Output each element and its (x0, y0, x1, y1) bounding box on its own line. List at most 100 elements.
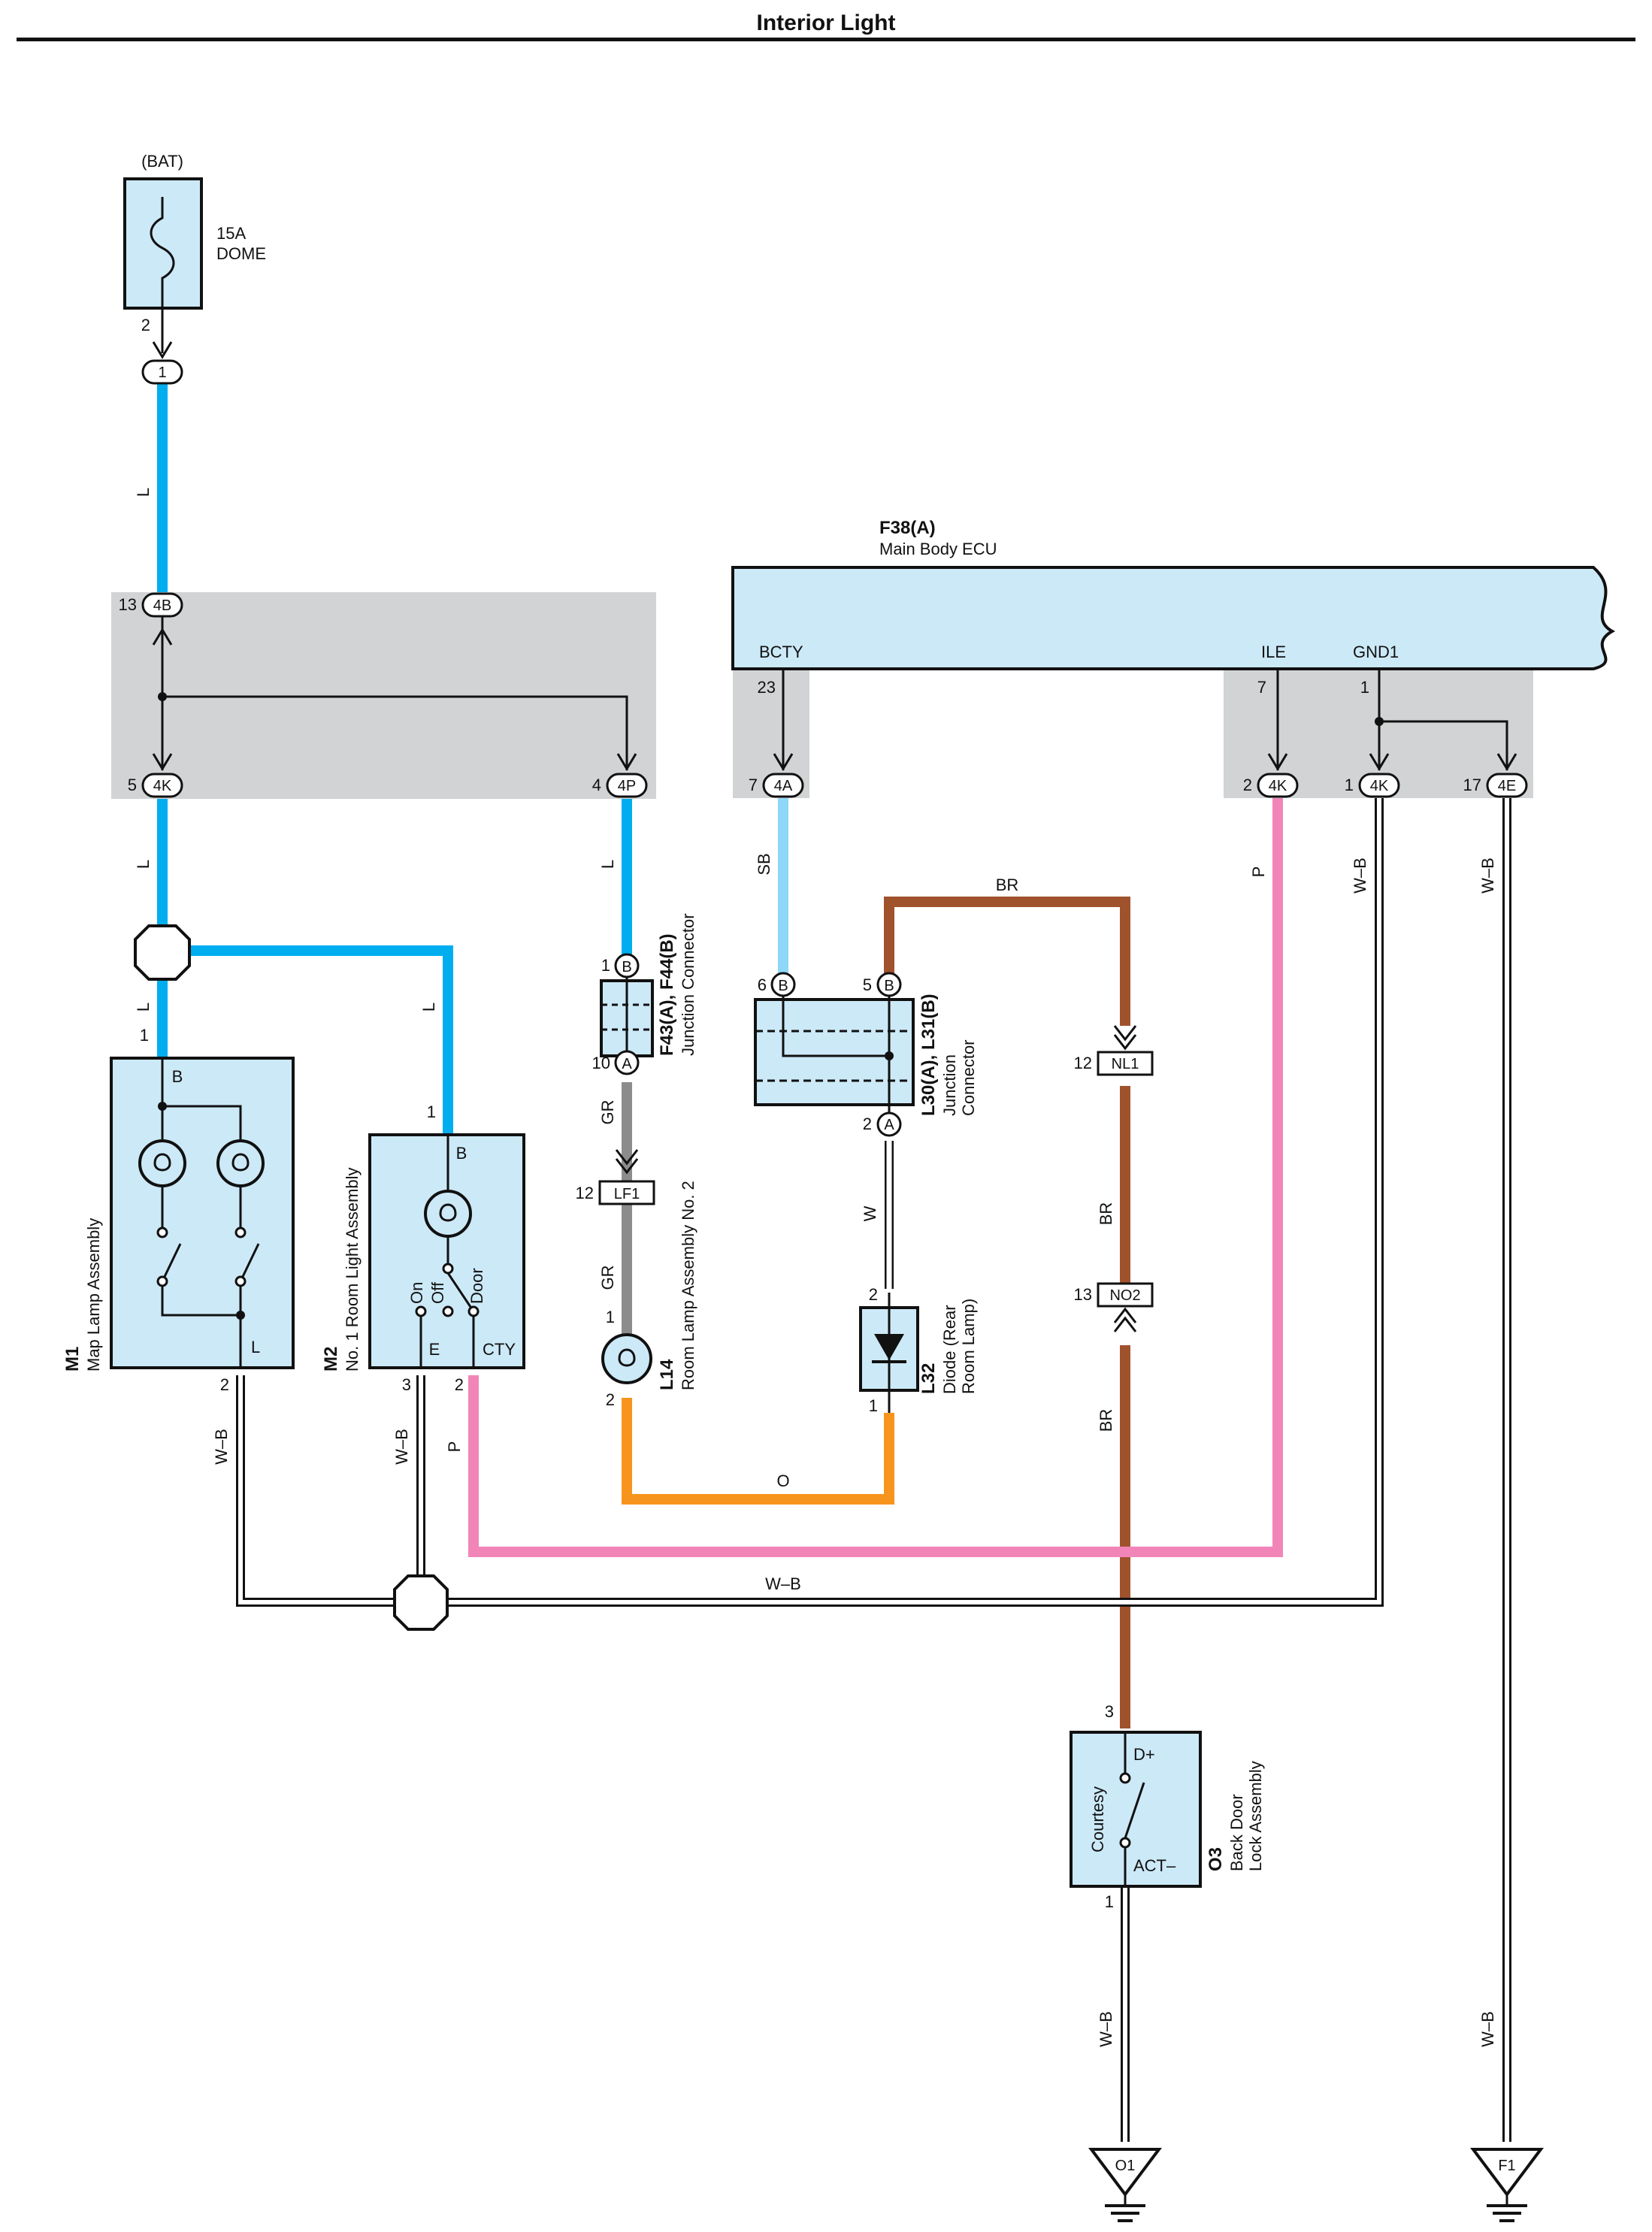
ecu-gnd1-pin: 1 (1360, 678, 1369, 697)
l30-pin2: 2 (863, 1114, 872, 1133)
page-title: Interior Light (757, 11, 896, 35)
o3-name1: Back Door (1227, 1794, 1246, 1871)
wire-label-l4: L (419, 1003, 438, 1012)
fuse-connector-label: 1 (158, 364, 166, 381)
l30-pin5: 5 (863, 975, 872, 994)
wire-label-wb-m1: W–B (212, 1429, 231, 1465)
ecu-gnd1-connector2 (1486, 773, 1528, 798)
m1-name: Map Lamp Assembly (84, 1218, 103, 1372)
ecu-gnd1-connector1 (1358, 773, 1400, 798)
l32-pin-bot: 1 (869, 1396, 878, 1415)
wire-p (468, 797, 1283, 1557)
fuse-supply-label: (BAT) (141, 152, 183, 171)
ground-icon-o1 (1088, 2148, 1162, 2222)
wire-label-wb2: W–B (1478, 857, 1497, 894)
wire-l-m2 (162, 945, 453, 1135)
f43-pin-top: 1 (601, 956, 610, 975)
l32-name: Diode (Rear (940, 1305, 959, 1394)
wire-br-top (884, 897, 1130, 1026)
ecu-gnd1-arrow1-icon (1369, 753, 1390, 771)
m2-pin-in: 1 (427, 1102, 436, 1121)
ecu-gnd1-node (1375, 717, 1384, 726)
f43-internal-lines (601, 977, 652, 1060)
jb-arrow-4p-icon (616, 753, 637, 771)
splice-wb (393, 1574, 449, 1631)
m1-term-b: B (172, 1067, 183, 1086)
ecu-bcty-pin: 23 (758, 678, 776, 697)
o3-code: O3 (1206, 1847, 1226, 1871)
l14-name: Room Lamp Assembly No. 2 (679, 1181, 697, 1390)
ecu-bcty-conn: 4A (774, 778, 793, 794)
fuse-rating: 15A (216, 224, 246, 243)
l14-filament-icon (618, 1348, 636, 1367)
lf1-label: LF1 (614, 1186, 640, 1202)
wire-label-wb-m2: W–B (392, 1429, 411, 1465)
ecu-bcty-arrow-icon (773, 753, 794, 771)
l14-pin-top: 1 (606, 1308, 615, 1326)
jb-out1-pin: 5 (128, 776, 137, 794)
jb-in-conn: 4B (153, 597, 171, 614)
l30-conn2: A (884, 1117, 894, 1133)
o3-side-label: Courtesy (1088, 1786, 1107, 1852)
nl1-pin: 12 (1074, 1054, 1092, 1072)
m2-pos-off: Off (428, 1281, 447, 1304)
fuse-pin-out: 2 (141, 316, 150, 334)
ecu-name: Main Body ECU (879, 540, 997, 558)
l32-code: L32 (918, 1363, 939, 1394)
jb-out1-conn: 4K (153, 778, 172, 794)
m1-pin-out: 2 (220, 1375, 229, 1394)
nl1-label: NL1 (1112, 1056, 1139, 1072)
lf1-arrow-icon (615, 1149, 639, 1175)
m2-pin-e: 3 (402, 1375, 411, 1394)
f43-name: Junction Connector (679, 913, 697, 1056)
wire-label-p-left: P (445, 1441, 464, 1453)
m1-box (110, 1057, 295, 1369)
ecu-terminal-ile: ILE (1261, 643, 1286, 661)
ground-icon-f1 (1470, 2148, 1544, 2222)
ecu-terminal-gnd1: GND1 (1353, 643, 1399, 661)
wire-label-wb-o3: W–B (1097, 2011, 1115, 2047)
m2-name: No. 1 Room Light Assembly (343, 1168, 362, 1372)
l30-conn6: B (778, 978, 788, 994)
ground-o1-label: O1 (1115, 2158, 1136, 2174)
l30-conn5: B (884, 978, 894, 994)
ecu-gnd1-arrow2-icon (1496, 753, 1517, 771)
ecu-box (731, 566, 1616, 670)
f43-code: F43(A), F44(B) (657, 933, 677, 1056)
jb-up-arrow-icon (152, 628, 173, 646)
o3-pin-top: 3 (1105, 1702, 1114, 1721)
ecu-gnd1-jb-pin2: 17 (1463, 776, 1481, 794)
wire-label-l5: L (598, 860, 617, 869)
l32-pin-top: 2 (869, 1285, 878, 1304)
f43-bot-terminal (614, 1050, 640, 1075)
wire-label-br-top: BR (996, 876, 1019, 894)
jb-in-pin: 13 (119, 595, 137, 614)
lf1-pin: 12 (576, 1184, 594, 1202)
fuse-arrow-icon (152, 341, 173, 359)
wire-label-wb-f1: W–B (1478, 2011, 1497, 2047)
o3-switch-icon (1119, 1734, 1145, 1886)
ecu-ile-conn: 4K (1269, 778, 1287, 794)
ecu-ile-arrow-icon (1267, 753, 1288, 771)
l30-terminal2 (876, 1111, 902, 1137)
wire-label-l3: L (134, 1003, 153, 1012)
jb-out1-connector (141, 773, 183, 798)
l30-name1: Junction (940, 1054, 959, 1116)
ecu-ile-jb-pin: 2 (1243, 776, 1252, 794)
wire-label-sb: SB (755, 853, 773, 875)
f43-pin-bot: 10 (592, 1054, 610, 1072)
m2-term-b: B (456, 1144, 467, 1163)
jb-internal-branch (162, 695, 628, 770)
o3-box (1070, 1731, 1202, 1888)
wire-label-wb1: W–B (1351, 857, 1369, 894)
no2-label: NO2 (1109, 1287, 1140, 1304)
ecu-gnd1-conn1: 4K (1370, 778, 1389, 794)
wire-label-br-low: BR (1097, 1409, 1115, 1432)
l32-name2: Room Lamp) (959, 1299, 978, 1394)
ecu-bcty-connector (762, 773, 804, 798)
ground-f1-label: F1 (1498, 2158, 1515, 2174)
m2-code: M2 (321, 1347, 341, 1372)
m1-code: M1 (62, 1347, 83, 1372)
m1-pin-in: 1 (140, 1026, 149, 1045)
